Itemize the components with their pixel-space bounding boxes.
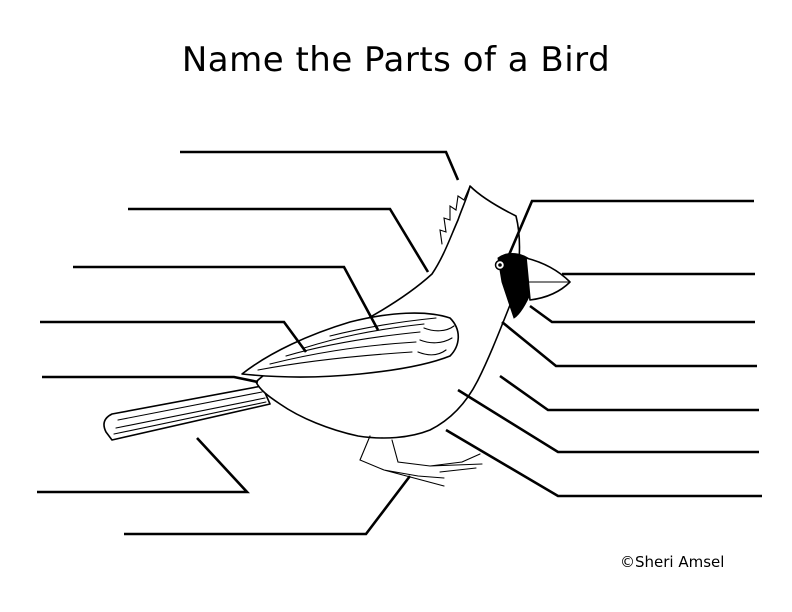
blank-line-left-2[interactable] bbox=[128, 207, 430, 273]
blank-line-right-6[interactable] bbox=[457, 388, 759, 454]
blank-line-left-1[interactable] bbox=[180, 150, 460, 181]
blank-line-right-7[interactable] bbox=[445, 428, 762, 498]
black-face-mask bbox=[497, 253, 533, 319]
pupil-mark bbox=[498, 263, 502, 267]
blank-line-left-3[interactable] bbox=[73, 265, 380, 331]
label-leader-lines bbox=[37, 150, 762, 536]
bird-beak bbox=[525, 257, 571, 301]
bird-tail bbox=[103, 385, 271, 441]
blank-line-left-6[interactable] bbox=[37, 437, 250, 494]
blank-line-right-3[interactable] bbox=[529, 304, 755, 324]
wing-feather-lines bbox=[257, 317, 455, 371]
blank-line-right-4[interactable] bbox=[501, 320, 757, 368]
blank-line-right-1[interactable] bbox=[504, 199, 754, 263]
bird-body bbox=[255, 185, 521, 439]
bird-illustration bbox=[103, 185, 571, 487]
page-title: Name the Parts of a Bird bbox=[181, 40, 611, 80]
crest-feathers bbox=[439, 185, 471, 245]
blank-line-left-7[interactable] bbox=[124, 475, 412, 536]
blank-line-left-5[interactable] bbox=[42, 375, 259, 384]
copyright-notice: ©Sheri Amsel bbox=[620, 553, 725, 571]
tail-feather-lines bbox=[113, 391, 267, 435]
blank-line-left-4[interactable] bbox=[40, 320, 308, 353]
bird-legs bbox=[359, 435, 483, 487]
blank-line-right-5[interactable] bbox=[499, 374, 759, 412]
bird-wing bbox=[241, 312, 460, 378]
